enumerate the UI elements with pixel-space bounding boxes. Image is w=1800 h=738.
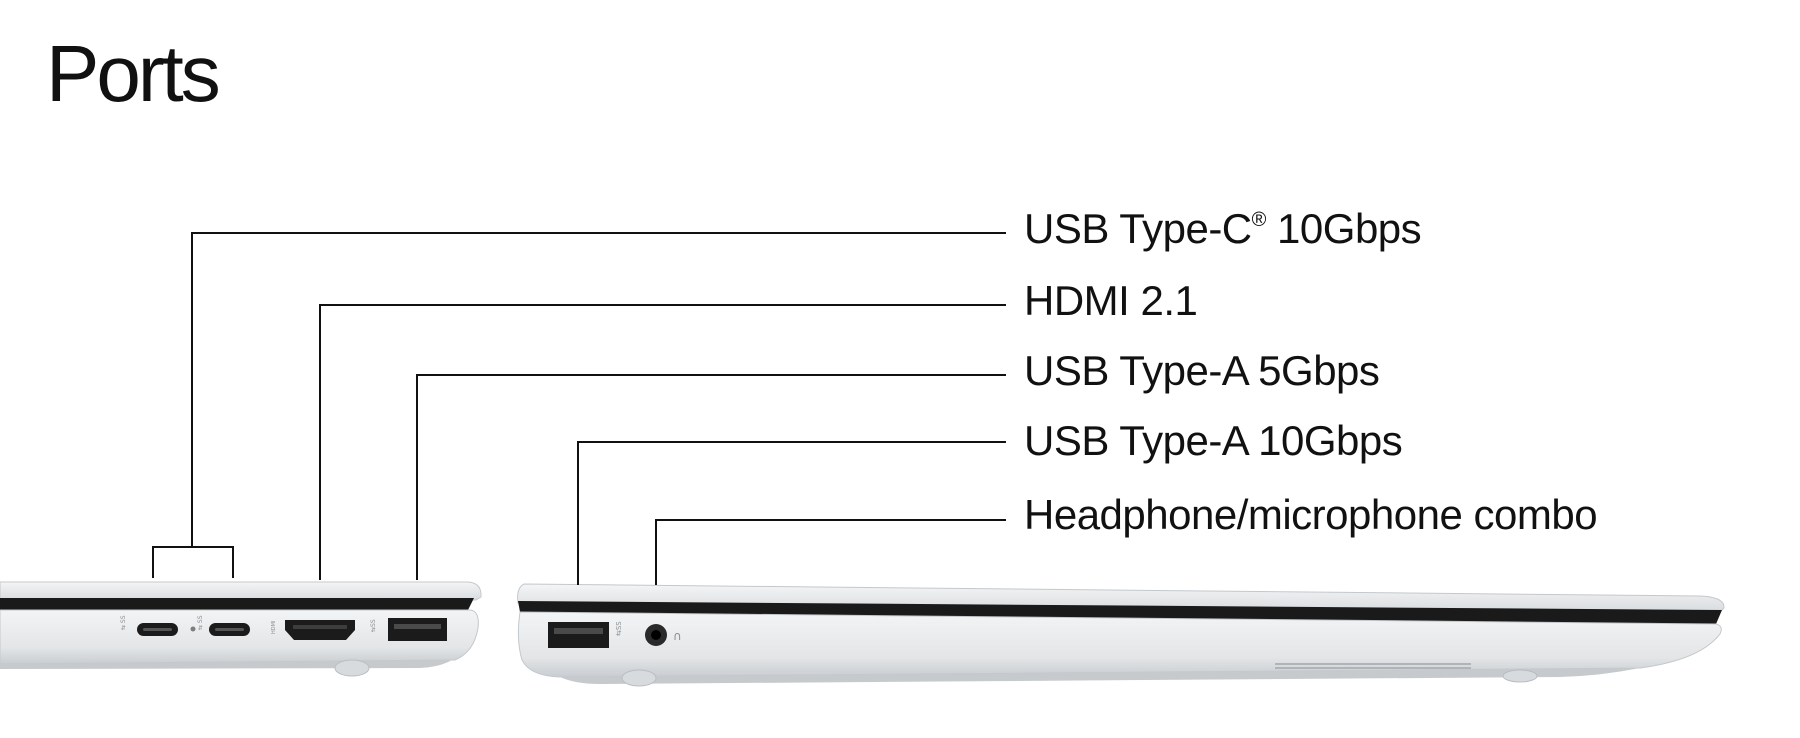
leader-line-usb-c-bracket <box>152 546 234 578</box>
svg-text:⇆SS: ⇆SS <box>615 621 623 636</box>
headphone-icon: ∩ <box>673 629 682 643</box>
page-title: Ports <box>46 29 221 118</box>
leader-line-audio-jack <box>655 519 1006 585</box>
callout-hdmi-label: HDMI 2.1 <box>1024 277 1198 324</box>
usb-a-port-icon <box>548 622 609 648</box>
usb-c-port-icon <box>209 623 250 636</box>
leader-lines <box>152 232 1006 585</box>
svg-text:⇆SS: ⇆SS <box>370 619 377 632</box>
callout-usb-a-5gbps-label: USB Type-A 5Gbps <box>1024 347 1380 394</box>
vent-grille <box>1275 663 1471 669</box>
leader-line-usb-a-5gbps <box>416 374 1006 580</box>
svg-text:HDMI: HDMI <box>271 621 277 634</box>
usb-a-port-icon <box>388 618 447 641</box>
svg-text:⇆ SS: ⇆ SS <box>120 615 127 630</box>
laptop-right-side: ⇆SS ∩ <box>517 583 1725 687</box>
leader-line-usb-a-10gbps <box>577 441 1006 585</box>
callout-audio-jack-label: Headphone/microphone combo <box>1024 491 1598 538</box>
callout-usb-type-c-label: USB Type-C® 10Gbps <box>1024 205 1422 252</box>
leader-line-usb-c <box>191 232 1006 547</box>
registered-mark: ® <box>1251 209 1267 231</box>
audio-jack-icon <box>645 624 667 646</box>
usb-c-port-icon <box>137 623 178 636</box>
laptop-left-side: ⇆ SS ⇆ SS HDMI ⇆SS <box>0 581 482 677</box>
svg-text:⇆ SS: ⇆ SS <box>197 615 204 630</box>
hdmi-port-icon <box>285 620 355 640</box>
callout-usb-a-10gbps-label: USB Type-A 10Gbps <box>1024 417 1403 464</box>
leader-line-hdmi <box>319 304 1006 580</box>
